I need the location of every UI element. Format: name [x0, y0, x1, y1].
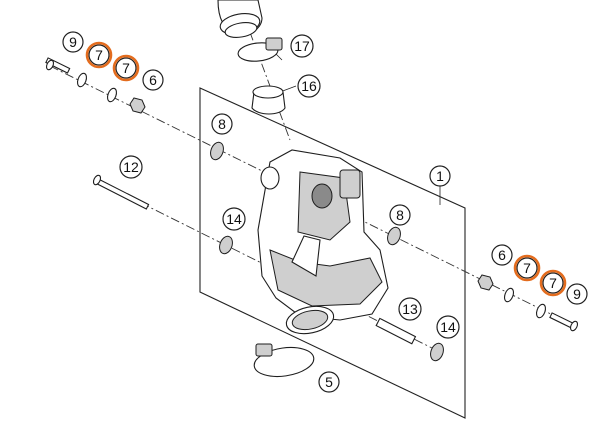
hose-clamp-5 — [253, 343, 315, 378]
callout-label: 9 — [573, 286, 581, 302]
callout-1: 1 — [429, 165, 451, 187]
callout-label: 6 — [498, 247, 506, 263]
callout-7-right-b: 7 — [539, 269, 567, 297]
callout-9-upper-left: 9 — [62, 31, 84, 53]
callout-label: 12 — [123, 159, 139, 175]
callout-group: 9 7 7 6 17 16 8 12 14 1 8 — [62, 31, 588, 393]
callout-7-upper-left-a: 7 — [85, 41, 113, 69]
callout-14-left: 14 — [222, 207, 246, 231]
nut-right — [477, 274, 494, 291]
washer-left-1 — [76, 72, 88, 88]
callout-13: 13 — [398, 297, 422, 321]
throttle-body-housing — [257, 149, 389, 321]
callout-8-right: 8 — [389, 204, 411, 226]
callout-label: 13 — [402, 301, 418, 317]
bushings — [210, 141, 444, 362]
callout-5: 5 — [318, 371, 340, 393]
bushing-14-left — [219, 235, 233, 255]
callout-9-right: 9 — [566, 283, 588, 305]
callout-12: 12 — [119, 155, 143, 179]
bushing-8-left — [210, 141, 224, 161]
outlet-port — [285, 305, 335, 335]
long-bolt — [92, 174, 150, 210]
washer-right-2 — [535, 303, 547, 319]
callout-label: 14 — [440, 319, 456, 335]
bolt-left — [45, 57, 71, 74]
callout-label: 14 — [226, 211, 242, 227]
bolt-right — [549, 312, 579, 332]
right-hardware — [477, 274, 579, 332]
hose-clamp-17 — [237, 37, 283, 62]
callout-label: 7 — [523, 260, 531, 276]
callout-label: 1 — [436, 168, 444, 184]
callout-label: 8 — [218, 116, 226, 132]
callout-17: 17 — [290, 34, 314, 58]
callout-label: 5 — [325, 374, 333, 390]
callout-label: 7 — [95, 47, 103, 63]
callout-label: 7 — [122, 60, 130, 76]
assembly-frame — [199, 87, 466, 419]
callout-16: 16 — [297, 74, 321, 98]
callout-label: 6 — [149, 72, 157, 88]
callout-6-upper-left: 6 — [142, 69, 164, 91]
callout-label: 7 — [549, 275, 557, 291]
callout-label: 9 — [69, 34, 77, 50]
spacer-sleeve — [375, 317, 417, 345]
bushing-8-right — [387, 226, 401, 246]
callout-label: 16 — [301, 78, 317, 94]
callout-label: 8 — [396, 207, 404, 223]
bushing-14-right — [430, 342, 444, 362]
left-hardware — [45, 57, 146, 114]
rubber-coupling-16 — [251, 85, 286, 115]
nut-left — [129, 97, 146, 114]
callout-7-upper-left-b: 7 — [112, 54, 140, 82]
callout-label: 17 — [294, 38, 310, 54]
washer-left-2 — [106, 87, 118, 103]
callout-7-right-a: 7 — [513, 254, 541, 282]
callout-6-right: 6 — [491, 244, 513, 266]
intake-hose — [217, 0, 263, 38]
callout-14-right: 14 — [436, 315, 460, 339]
callout-8-left: 8 — [211, 113, 233, 135]
washer-right-1 — [503, 287, 515, 303]
